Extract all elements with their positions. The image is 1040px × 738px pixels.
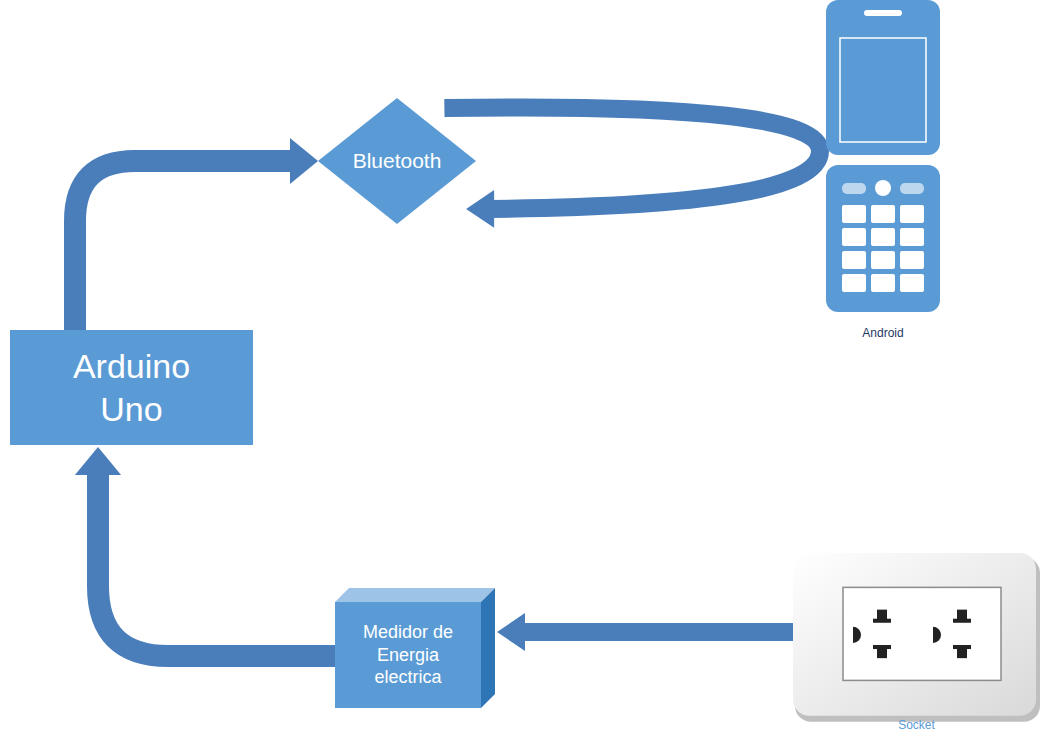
arrow-shaft	[75, 161, 292, 330]
arrow-shaft	[98, 473, 335, 656]
flow-arrow	[75, 447, 335, 656]
arrow-head	[290, 138, 318, 184]
flow-arrow	[444, 107, 820, 227]
arrow-head	[75, 447, 121, 475]
node-label: Socket	[898, 718, 935, 733]
node-label: Bluetooth	[353, 148, 442, 174]
arrow-head	[497, 613, 525, 651]
node-label: Arduino Uno	[57, 345, 207, 430]
flow-arrow	[497, 613, 793, 651]
arrow-head	[466, 190, 494, 228]
energy-meter-box: Medidor de Energia electrica	[335, 588, 495, 708]
arrow-shaft	[444, 107, 820, 208]
flow-arrow	[75, 138, 318, 330]
process-box: Arduino Uno	[10, 330, 253, 445]
arrow-shaft	[521, 623, 793, 641]
socket-node: Socket	[793, 553, 1040, 735]
phone-icon	[822, 0, 944, 345]
node-label: Android	[862, 326, 903, 341]
decision-diamond: Bluetooth	[318, 98, 476, 224]
socket-plate	[793, 553, 1040, 735]
node-label: Medidor de Energia electrica	[348, 621, 468, 689]
phone-node: Android	[822, 0, 944, 345]
